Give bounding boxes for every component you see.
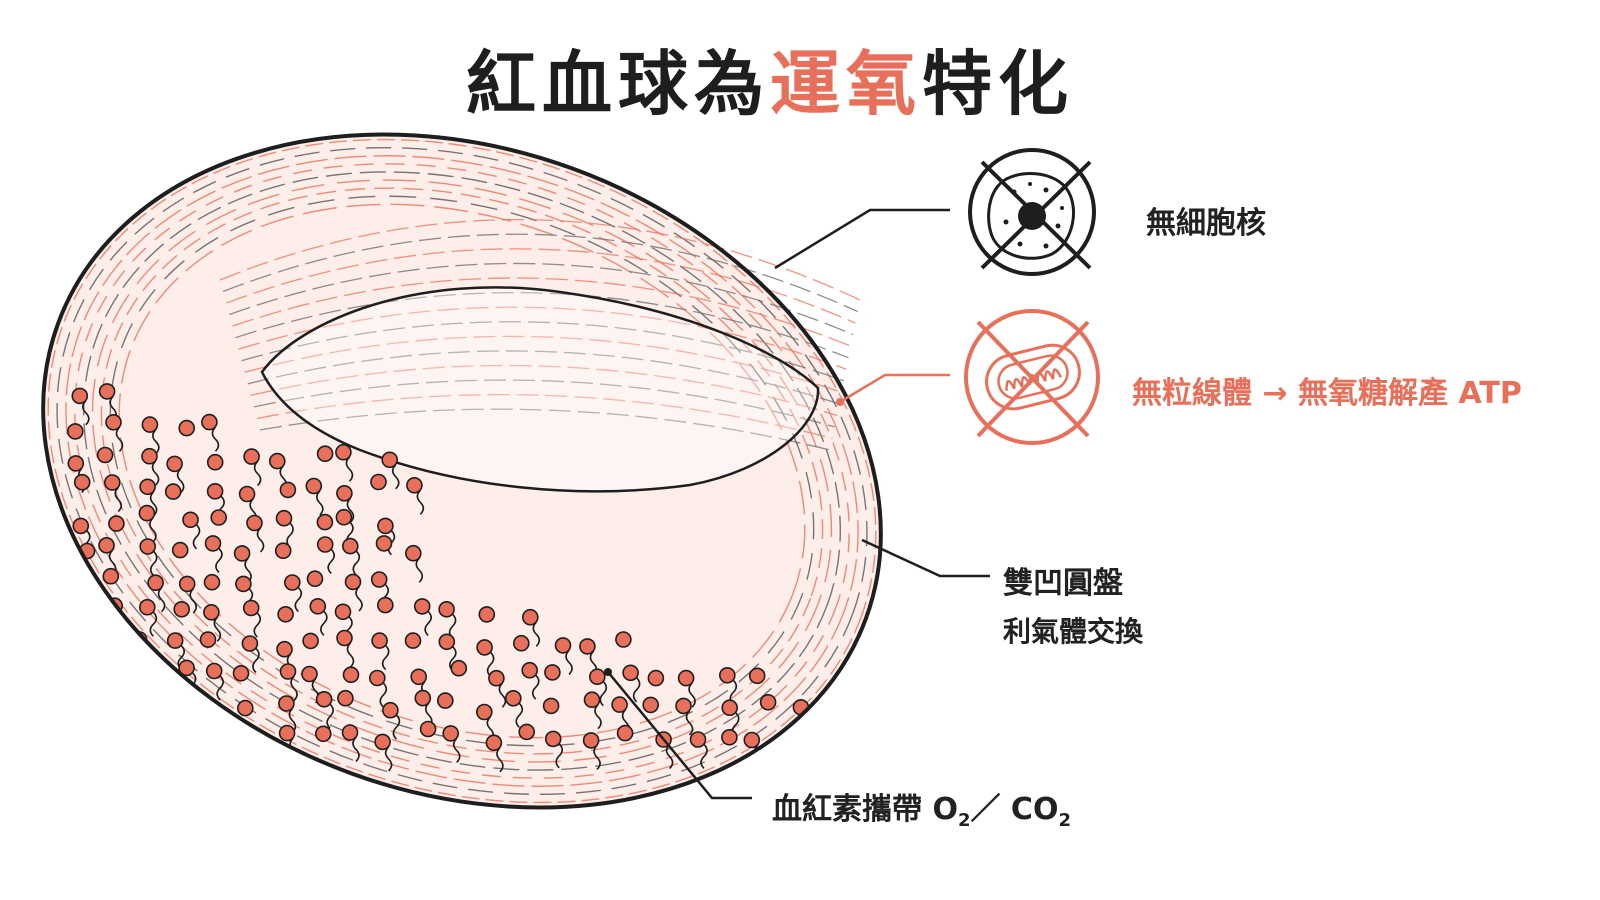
co2-text: ／ CO xyxy=(970,792,1058,827)
hemoglobin-molecule xyxy=(201,632,216,647)
hemoglobin-molecule xyxy=(308,571,323,586)
hemoglobin-molecule xyxy=(643,697,658,712)
label-biconcave: 雙凹圓盤 xyxy=(1003,558,1123,602)
leader-nucleus xyxy=(775,210,950,268)
hemoglobin-molecule xyxy=(103,569,118,584)
hemoglobin-text: 血紅素攜帶 O xyxy=(772,792,958,827)
hemoglobin-molecule xyxy=(280,482,295,497)
hemoglobin-molecule xyxy=(318,446,333,461)
hemoglobin-molecule xyxy=(166,484,181,499)
hemoglobin-molecule xyxy=(316,726,331,741)
label-hemoglobin: 血紅素攜帶 O2／ CO2 xyxy=(772,784,1071,831)
hemoglobin-molecule xyxy=(544,698,559,713)
hemoglobin-molecule xyxy=(338,691,353,706)
hemoglobin-molecule xyxy=(69,571,85,608)
hemoglobin-molecule xyxy=(378,598,393,613)
mitochondria-crossed-icon xyxy=(966,311,1098,443)
hemoglobin-molecule xyxy=(107,694,123,731)
hemoglobin-molecule xyxy=(438,693,453,708)
hemoglobin-molecule xyxy=(238,701,253,716)
hemoglobin-molecule xyxy=(208,455,223,470)
hemoglobin-molecule xyxy=(76,722,92,759)
leader-mito-dot xyxy=(836,398,844,406)
leader-mito xyxy=(840,375,950,402)
hemoglobin-molecule xyxy=(514,636,529,651)
hemoglobin-molecule xyxy=(618,726,633,741)
hemoglobin-molecule xyxy=(100,726,115,741)
hemoglobin-molecule xyxy=(616,632,631,647)
hemoglobin-molecule xyxy=(176,732,192,768)
hemoglobin-molecule xyxy=(303,633,318,648)
hemoglobin-molecule xyxy=(479,607,494,622)
hemoglobin-molecule xyxy=(74,631,91,668)
hemoglobin-molecule xyxy=(234,666,249,681)
hemoglobin-molecule xyxy=(141,732,157,769)
hemoglobin-molecule xyxy=(68,424,83,439)
hemoglobin-molecule xyxy=(75,475,90,490)
hemoglobin-molecule xyxy=(133,666,148,681)
hemoglobin-molecule xyxy=(519,724,534,739)
hemoglobin-molecule xyxy=(101,670,118,706)
hemoglobin-molecule xyxy=(217,734,232,749)
hemoglobin-molecule xyxy=(371,475,386,490)
label-no-nucleus: 無細胞核 xyxy=(1146,198,1266,242)
hemoglobin-molecule xyxy=(78,606,93,621)
hemoglobin-molecule xyxy=(344,667,359,682)
hemoglobin-molecule xyxy=(204,704,221,740)
hemoglobin-molecule xyxy=(205,575,220,590)
co2-subscript: 2 xyxy=(1058,810,1071,831)
hemoglobin-molecule xyxy=(761,695,776,710)
hemoglobin-molecule xyxy=(406,633,421,648)
hemoglobin-molecule xyxy=(174,602,189,617)
hemoglobin-molecule xyxy=(377,536,392,551)
nucleus-crossed-icon xyxy=(970,150,1094,274)
hemoglobin-molecule xyxy=(132,704,147,719)
hemoglobin-molecule xyxy=(179,421,194,436)
hemoglobin-molecule xyxy=(795,723,812,760)
hemoglobin-molecule xyxy=(750,668,765,683)
hemoglobin-molecule xyxy=(238,724,255,760)
leader-hemoglobin-dot xyxy=(604,668,612,676)
hemoglobin-molecule xyxy=(211,510,226,525)
hemoglobin-molecule xyxy=(78,669,95,706)
hemoglobin-molecule xyxy=(545,665,560,680)
hemoglobin-molecule xyxy=(109,516,124,531)
label-no-mitochondria: 無粒線體 → 無氧糖解產 ATP xyxy=(1132,368,1522,412)
hemoglobin-molecule xyxy=(98,448,113,463)
label-gas-exchange: 利氣體交換 xyxy=(1003,610,1143,650)
hemoglobin-molecule xyxy=(110,638,125,653)
hemoglobin-molecule xyxy=(70,692,87,728)
hemoglobin-molecule xyxy=(276,543,291,558)
hemoglobin-molecule xyxy=(451,661,466,676)
hemoglobin-molecule xyxy=(421,722,436,737)
hemoglobin-molecule xyxy=(278,607,293,622)
hemoglobin-molecule xyxy=(722,730,737,745)
hemoglobin-molecule xyxy=(173,543,188,558)
o2-subscript: 2 xyxy=(958,810,971,831)
hemoglobin-molecule xyxy=(317,515,332,530)
hemoglobin-molecule xyxy=(648,671,663,686)
hemoglobin-molecule xyxy=(177,694,194,730)
